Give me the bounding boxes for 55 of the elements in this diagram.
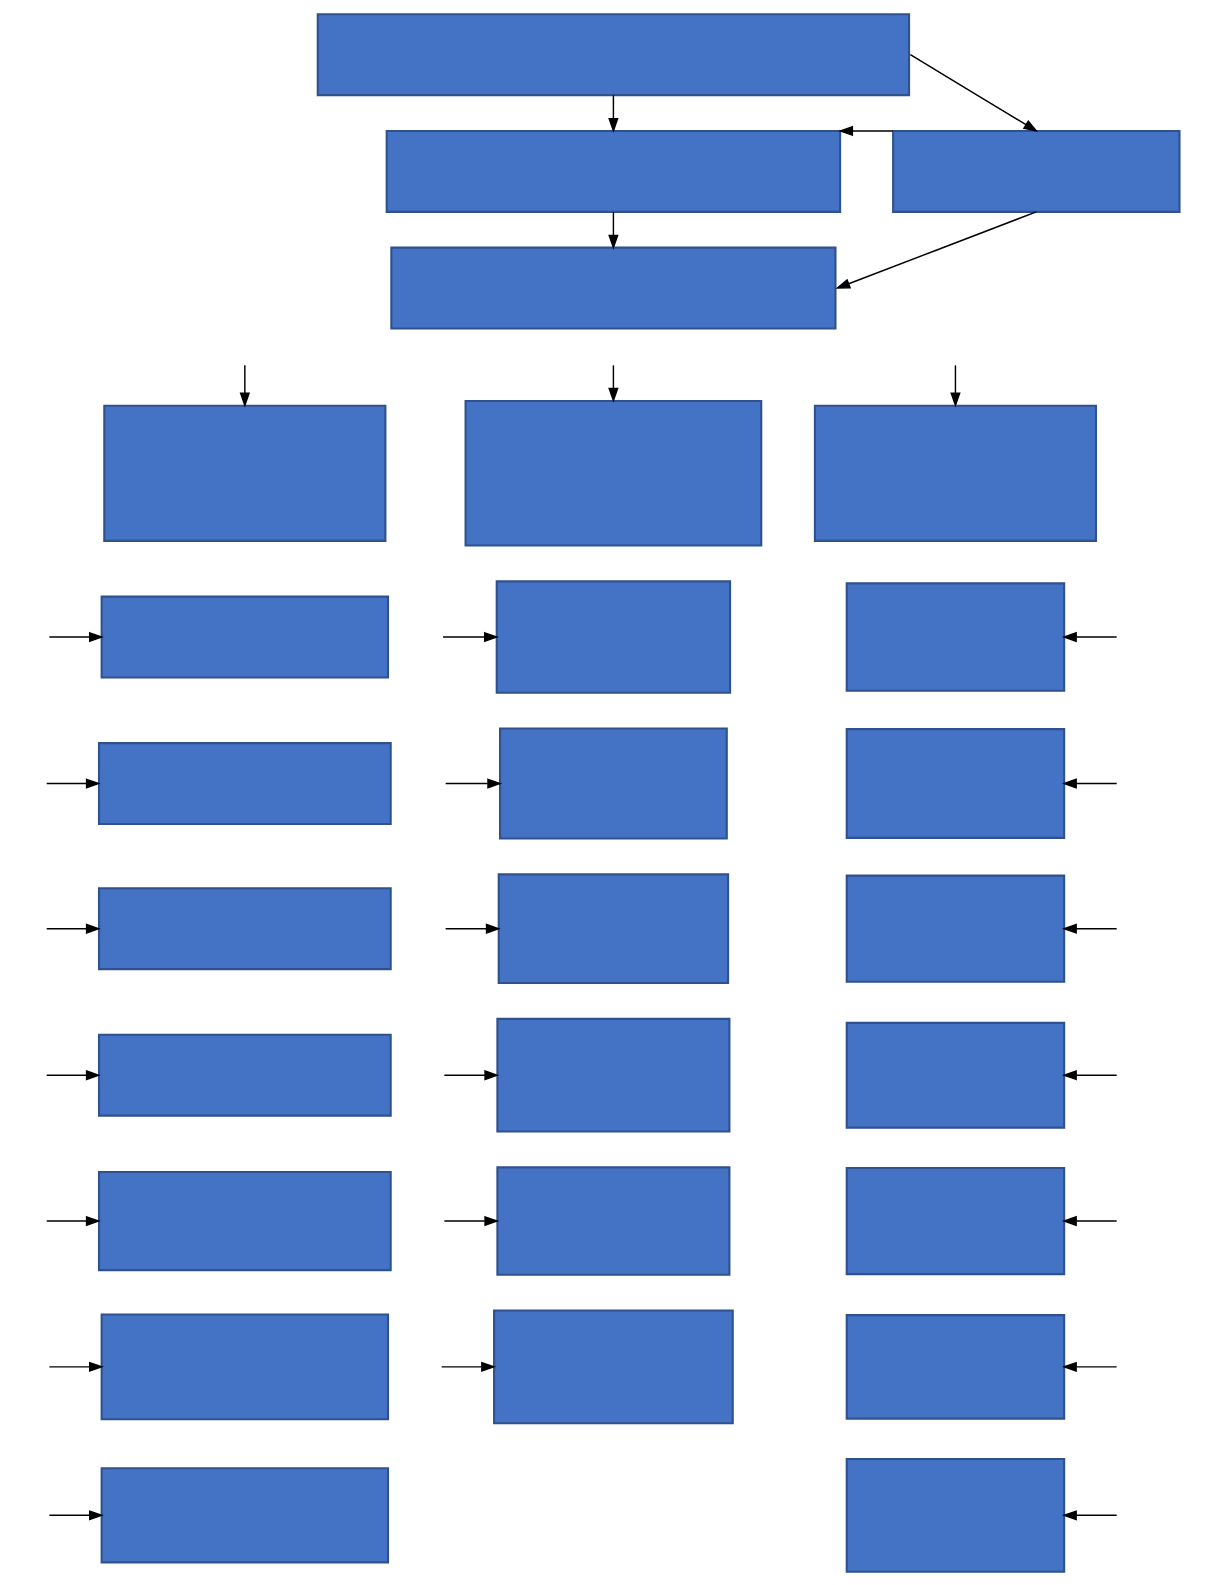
node-box [100,595,390,679]
arrow [1062,923,1118,934]
node-box [97,1170,392,1271]
arrow [444,777,503,789]
node-box [813,404,1098,542]
node-box [497,872,730,984]
arrow [835,210,1038,289]
node-box [892,129,1181,213]
arrow [1062,777,1118,789]
node-box [100,1312,390,1420]
node-box [100,1466,390,1563]
arrow [1062,631,1118,642]
node-box [845,1166,1066,1275]
arrow [442,631,499,642]
arrow [46,923,101,934]
arrow [48,1509,104,1521]
node-box [496,1017,731,1133]
node-box [464,399,763,547]
node-box [496,1165,731,1276]
arrow [443,1069,500,1080]
node-box [845,727,1066,839]
arrow [838,125,894,136]
arrow [1062,1215,1118,1226]
node-box [493,1308,734,1424]
arrow [48,631,104,642]
node-box [97,741,392,825]
node-box [390,246,837,330]
arrow [608,94,619,133]
arrow [46,1215,101,1226]
arrow [440,1361,496,1372]
node-box [845,1313,1066,1420]
arrow [239,364,251,407]
arrow [443,1215,500,1226]
arrow [1062,1069,1118,1080]
arrow [1062,1361,1118,1372]
arrow [608,364,619,403]
arrow [909,53,1039,132]
arrow [48,1361,104,1372]
node-box [845,874,1066,983]
arrow [444,923,501,934]
node-box [97,886,392,970]
node-box [385,129,842,213]
node-box [845,1457,1066,1573]
arrow [950,364,961,407]
node-box [316,12,911,96]
node-box [97,1033,392,1117]
arrow [608,210,619,250]
node-box [845,581,1066,692]
arrow [1062,1509,1118,1521]
arrow [46,777,101,789]
node-box [845,1021,1066,1129]
arrow [46,1069,101,1080]
node-box [103,404,387,542]
node-box [495,579,732,694]
node-box [499,726,728,840]
